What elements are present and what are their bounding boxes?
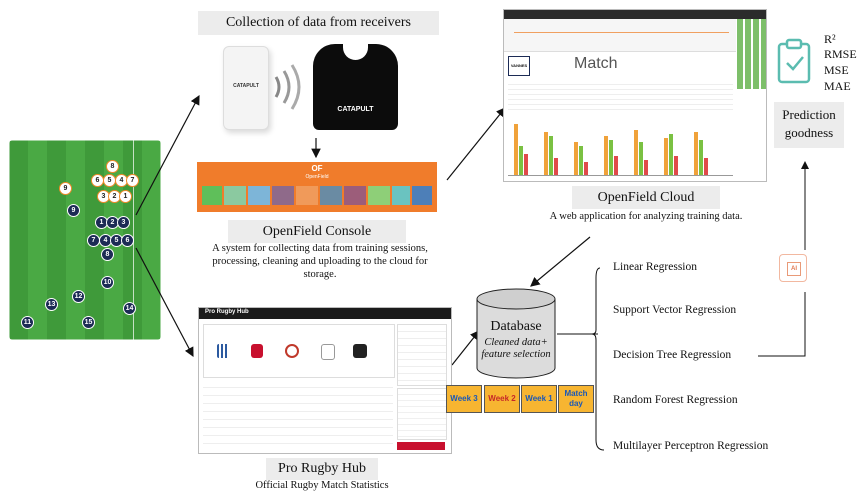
hub-app-label: Pro Rugby Hub	[205, 309, 249, 315]
database-subtitle: Cleaned data+ feature selection	[481, 337, 551, 360]
device-brand-text: CATAPULT	[233, 83, 259, 89]
away-player: 7	[126, 174, 139, 187]
home-player: 6	[121, 234, 134, 247]
database-title: Database	[490, 319, 542, 334]
home-player: 13	[45, 298, 58, 311]
home-player: 9	[67, 204, 80, 217]
model-linear-regression: Linear Regression	[613, 261, 697, 273]
home-player: 10	[101, 276, 114, 289]
home-player: 15	[82, 316, 95, 329]
receivers-title: Collection of data from receivers	[198, 11, 439, 35]
openfield-console-title: OpenField Console	[228, 220, 406, 243]
pro-rugby-hub-title: Pro Rugby Hub	[266, 458, 378, 480]
away-player: 9	[59, 182, 72, 195]
metric-r2: R²	[824, 32, 836, 46]
away-player: 1	[119, 190, 132, 203]
arrow-to-receivers	[135, 94, 200, 216]
openfield-console-description: A system for collecting data from traini…	[212, 243, 428, 280]
arrow-cloud-to-db	[530, 236, 591, 287]
week-cell: Week 3	[446, 385, 482, 413]
arrow-to-pro-rugby-hub	[135, 247, 194, 358]
model-support-vector-regression: Support Vector Regression	[613, 304, 737, 316]
receiver-device: CATAPULT	[223, 46, 269, 130]
openfield-logo: OF	[311, 164, 323, 173]
metric-rmse: RMSE	[824, 47, 857, 61]
away-player: 8	[106, 160, 119, 173]
week-cell: Week 2	[484, 385, 520, 413]
model-random-forest-regression: Random Forest Regression	[613, 394, 738, 406]
week-cell: Week 1	[521, 385, 557, 413]
ai-icon-label: AI	[787, 262, 801, 276]
home-player: 11	[21, 316, 34, 329]
cloud-bar-chart	[508, 114, 733, 176]
clipboard-check-icon	[777, 38, 811, 84]
cloud-screenshot-heading: Match	[574, 55, 618, 72]
signal-icon	[274, 64, 301, 110]
rugby-pitch: 8 6 5 4 7 3 2 1 9 1 2 3 7 4 5 6 8 9 10 1…	[9, 140, 161, 340]
arrow-hub-to-db	[451, 330, 480, 366]
week-cell: Match day	[558, 385, 594, 413]
metric-mae: MAE	[824, 79, 851, 93]
database-cylinder	[476, 288, 556, 379]
openfield-cloud-title: OpenField Cloud	[572, 186, 720, 209]
openfield-cloud-description: A web application for analyzing training…	[549, 211, 743, 222]
vest-brand-text: CATAPULT	[337, 106, 374, 113]
openfield-cloud-screenshot: VANNES Match	[503, 9, 767, 182]
model-mlp-regression: Multilayer Perceptron Regression	[613, 440, 769, 452]
home-player: 3	[117, 216, 130, 229]
gps-vest: CATAPULT	[313, 42, 398, 130]
arrow-to-cloud	[446, 107, 506, 181]
home-player: 8	[101, 248, 114, 261]
metric-mse: MSE	[824, 63, 849, 77]
home-player: 12	[72, 290, 85, 303]
pro-rugby-hub-screenshot: Pro Rugby Hub	[198, 307, 452, 454]
ai-chip-icon: AI	[779, 254, 807, 282]
openfield-banner-label: OpenField	[305, 174, 329, 180]
home-player: 4	[99, 234, 112, 247]
home-player: 14	[123, 302, 136, 315]
openfield-console-screenshot: OF OpenField	[197, 162, 437, 212]
prediction-goodness-title: Prediction goodness	[774, 102, 844, 148]
pro-rugby-hub-subtitle: Official Rugby Match Statistics	[255, 480, 389, 491]
team-badge: VANNES	[508, 56, 530, 76]
model-decision-tree-regression: Decision Tree Regression	[613, 349, 732, 361]
